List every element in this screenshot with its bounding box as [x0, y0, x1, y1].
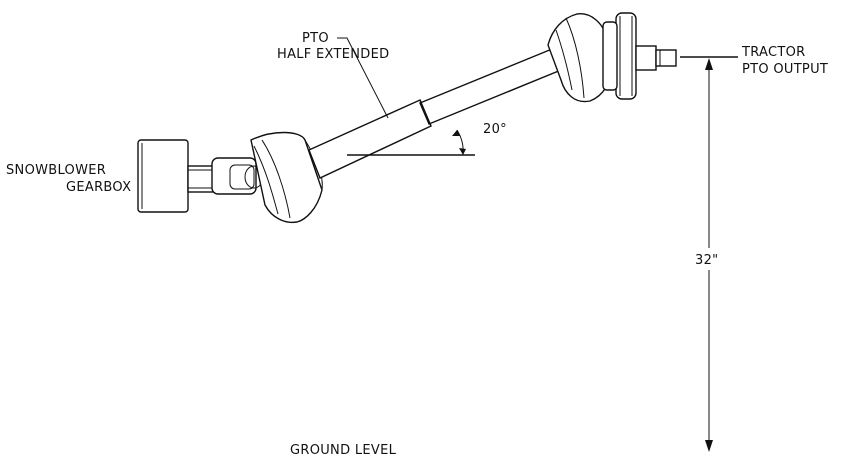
- pto-leader-line: [337, 37, 389, 119]
- snowblower-gearbox: [137, 139, 189, 213]
- pto-half-extended-label: HALF EXTENDED: [277, 47, 389, 62]
- gearbox-label-line2: GEARBOX: [66, 180, 131, 195]
- angle-label: 20°: [483, 122, 507, 137]
- upper-universal-joint: [602, 12, 637, 100]
- tractor-label-line2: PTO OUTPUT: [742, 62, 828, 77]
- gearbox-input-shaft: [187, 165, 215, 193]
- height-dimension: [705, 58, 713, 452]
- driveshaft-inner-tube: [419, 48, 562, 127]
- angle-indicator: [347, 129, 475, 156]
- pto-label: PTO: [302, 31, 329, 46]
- lower-universal-joint: [211, 157, 264, 195]
- lower-safety-shield: [250, 131, 323, 224]
- tractor-label-line1: TRACTOR: [741, 45, 806, 60]
- ground-level-label: GROUND LEVEL: [290, 443, 397, 457]
- gearbox-label-line1: SNOWBLOWER: [6, 163, 106, 178]
- tractor-pto-shaft: [635, 45, 677, 71]
- height-label: 32": [695, 253, 718, 268]
- driveshaft-outer-tube: [308, 99, 432, 179]
